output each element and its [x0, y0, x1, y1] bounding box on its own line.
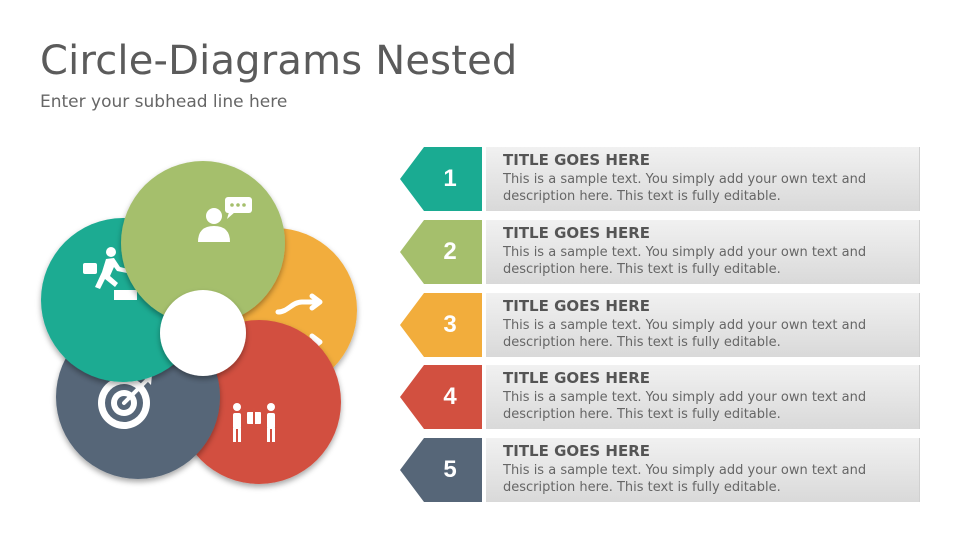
center-circle	[160, 290, 246, 376]
item-description: This is a sample text. You simply add yo…	[503, 172, 867, 204]
item-number: 5	[443, 456, 457, 483]
item-title: TITLE GOES HERE	[503, 297, 651, 315]
circle-green	[121, 161, 285, 325]
list-item: 3 TITLE GOES HERE This is a sample text.…	[400, 293, 920, 357]
item-panel: TITLE GOES HERE This is a sample text. Y…	[486, 220, 920, 284]
list-item: 5 TITLE GOES HERE This is a sample text.…	[400, 438, 920, 502]
item-description: This is a sample text. You simply add yo…	[503, 318, 867, 350]
handshake-gift-icon	[233, 403, 275, 442]
item-panel: TITLE GOES HERE This is a sample text. Y…	[486, 365, 920, 429]
item-panel: TITLE GOES HERE This is a sample text. Y…	[486, 293, 920, 357]
nested-circle-diagram	[41, 161, 357, 484]
item-title: TITLE GOES HERE	[503, 151, 651, 169]
item-number: 2	[443, 238, 457, 265]
list-item: 2 TITLE GOES HERE This is a sample text.…	[400, 220, 920, 284]
slide-subtitle: Enter your subhead line here	[40, 92, 288, 112]
item-panel: TITLE GOES HERE This is a sample text. Y…	[486, 438, 920, 502]
person-chat-icon	[198, 197, 252, 242]
target-icon	[98, 375, 152, 429]
item-description: This is a sample text. You simply add yo…	[503, 245, 867, 277]
item-title: TITLE GOES HERE	[503, 369, 651, 387]
item-title: TITLE GOES HERE	[503, 224, 651, 242]
list-item: 1 TITLE GOES HERE This is a sample text.…	[400, 147, 920, 211]
item-title: TITLE GOES HERE	[503, 442, 651, 460]
stairs-climb-icon	[83, 247, 137, 300]
item-number: 1	[443, 165, 457, 192]
list-item: 4 TITLE GOES HERE This is a sample text.…	[400, 365, 920, 429]
slide-title: Circle-Diagrams Nested	[40, 38, 518, 84]
item-description: This is a sample text. You simply add yo…	[503, 390, 867, 422]
item-number: 3	[443, 311, 457, 338]
item-panel: TITLE GOES HERE This is a sample text. Y…	[486, 147, 920, 211]
item-number: 4	[443, 383, 457, 410]
item-description: This is a sample text. You simply add yo…	[503, 463, 867, 495]
